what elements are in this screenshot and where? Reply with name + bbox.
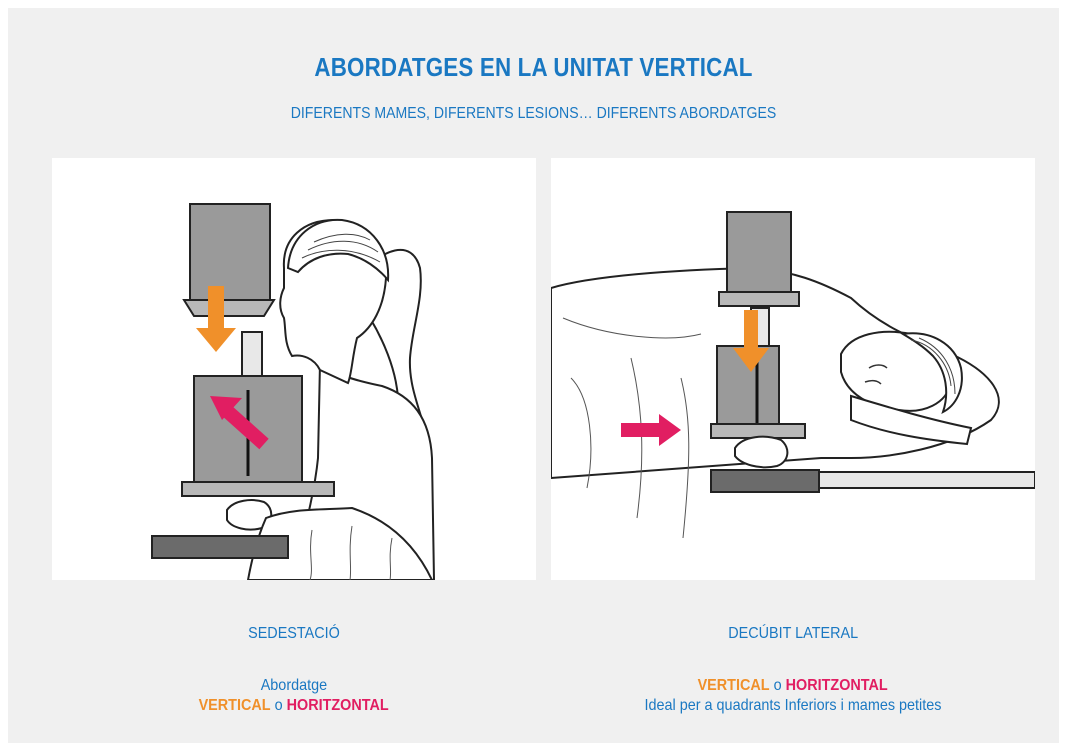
- device-collimator: [182, 299, 276, 317]
- hair-strands: [910, 337, 956, 395]
- hair-strands: [301, 233, 381, 263]
- table-dark: [710, 469, 820, 493]
- horizontal-label: HORITZONTAL: [785, 677, 889, 694]
- horizontal-arrow-icon: [621, 414, 681, 446]
- device-tube: [189, 203, 271, 301]
- gown-folds: [309, 525, 393, 580]
- vertical-label: VERTICAL: [697, 677, 770, 694]
- infographic-frame: ABORDATGES EN LA UNITAT VERTICAL DIFEREN…: [8, 8, 1059, 743]
- breast: [734, 435, 789, 469]
- seated-illustration: [151, 203, 436, 580]
- seated-illustration-panel: [52, 158, 536, 580]
- horizontal-arrow-icon: [210, 396, 269, 450]
- base-plate: [181, 481, 335, 497]
- device-tube: [726, 211, 792, 293]
- lateral-illustration-panel: [551, 158, 1035, 580]
- seated-approach: Abordatge VERTICAL o HORITZONTAL: [52, 676, 536, 716]
- approach-note: Ideal per a quadrants Inferiors i mames …: [644, 697, 942, 714]
- table-light: [818, 471, 1035, 489]
- hair: [900, 332, 963, 414]
- device-collimator: [718, 291, 800, 307]
- connector: o: [274, 697, 283, 714]
- vertical-arrow-icon: [733, 310, 769, 372]
- approach-prefix: Abordatge: [260, 677, 328, 694]
- connector: o: [773, 677, 782, 694]
- support-platform: [151, 535, 289, 559]
- vertical-arrow-icon: [196, 286, 236, 352]
- lateral-label: DECÚBIT LATERAL: [728, 625, 858, 642]
- page-subtitle: DIFERENTS MAMES, DIFERENTS LESIONS… DIFE…: [290, 105, 777, 122]
- horizontal-label: HORITZONTAL: [286, 697, 390, 714]
- lateral-illustration: [551, 211, 1035, 539]
- page-title: ABORDATGES EN LA UNITAT VERTICAL: [314, 52, 753, 82]
- seated-label: SEDESTACIÓ: [248, 625, 340, 642]
- vertical-label: VERTICAL: [198, 697, 271, 714]
- face-features: [864, 364, 888, 385]
- lateral-approach: VERTICAL o HORITZONTAL Ideal per a quadr…: [551, 676, 1035, 716]
- arm: [850, 394, 973, 446]
